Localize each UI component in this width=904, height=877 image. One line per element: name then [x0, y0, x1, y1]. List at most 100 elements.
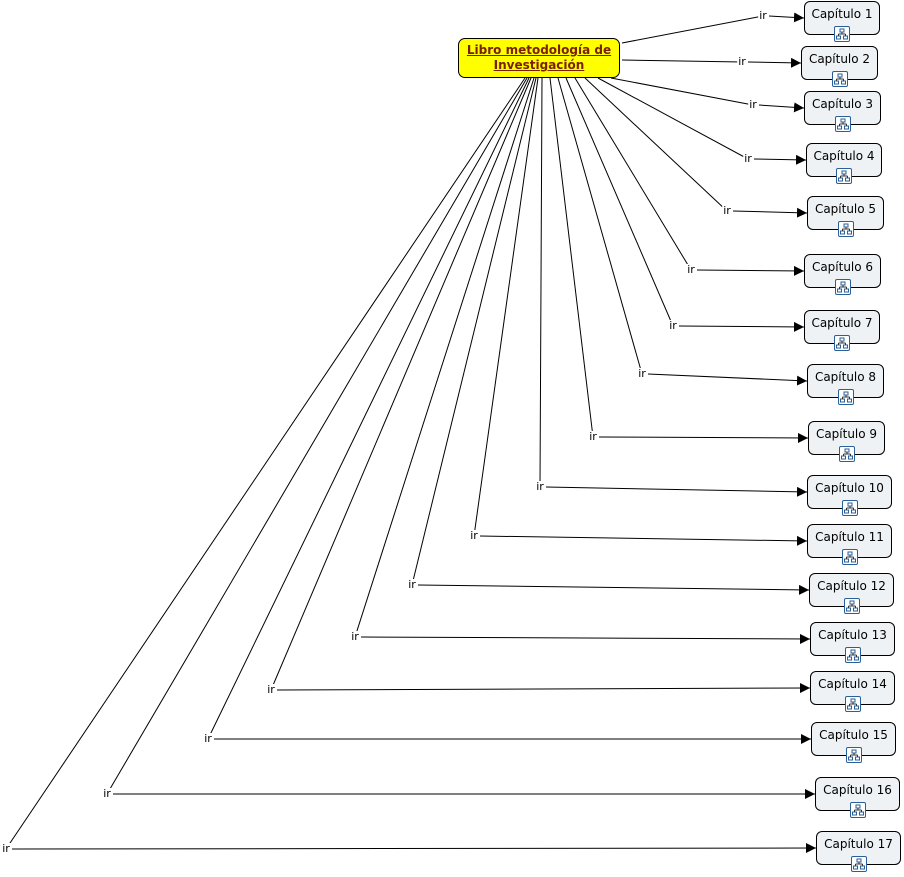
chapter-node-11[interactable]: Capítulo 11 — [807, 524, 892, 565]
link-arrow-2 — [747, 57, 802, 68]
link-line-2 — [621, 59, 743, 63]
chapter-node-17[interactable]: Capítulo 17 — [816, 831, 901, 872]
chapter-label: Capítulo 14 — [818, 677, 887, 691]
chapter-node-7[interactable]: Capítulo 7 — [804, 310, 880, 351]
chapter-node-14[interactable]: Capítulo 14 — [810, 671, 895, 712]
chapter-node-6[interactable]: Capítulo 6 — [804, 254, 881, 295]
link-label-ir: ir — [758, 9, 768, 22]
chapter-label: Capítulo 5 — [814, 202, 877, 216]
link-line-15 — [207, 77, 530, 740]
link-label-ir: ir — [748, 98, 758, 111]
chapter-node-15[interactable]: Capítulo 15 — [811, 722, 896, 763]
chapter-node-12[interactable]: Capítulo 12 — [809, 573, 894, 614]
link-arrow-17 — [11, 843, 817, 854]
chapter-node-1[interactable]: Capítulo 1 — [804, 1, 880, 42]
concept-map-icon[interactable] — [834, 26, 850, 42]
link-line-13 — [354, 77, 535, 638]
link-arrow-3 — [758, 102, 805, 113]
concept-map-icon[interactable] — [834, 335, 850, 351]
link-line-11 — [473, 77, 539, 537]
link-arrow-6 — [696, 265, 805, 276]
concept-map-icon[interactable] — [844, 647, 861, 663]
chapter-node-10[interactable]: Capítulo 10 — [807, 475, 892, 516]
link-label-ir: ir — [407, 578, 417, 591]
chapter-label: Capítulo 15 — [819, 728, 888, 742]
link-label-ir: ir — [737, 55, 747, 68]
link-line-16 — [106, 77, 528, 795]
link-label-ir: ir — [637, 367, 647, 380]
link-line-12 — [411, 77, 537, 586]
chapter-node-16[interactable]: Capítulo 16 — [815, 777, 900, 818]
root-concept-node[interactable]: Libro metodología de Investigación — [458, 38, 620, 78]
link-arrow-11 — [479, 535, 808, 546]
concept-map-icon[interactable] — [837, 389, 854, 405]
link-line-3 — [610, 77, 754, 106]
link-line-7 — [565, 77, 674, 327]
link-arrow-13 — [360, 633, 811, 644]
link-label-ir: ir — [743, 152, 753, 165]
concept-map-icon[interactable] — [841, 500, 858, 516]
link-line-10 — [539, 77, 543, 488]
concept-map-icon[interactable] — [838, 446, 855, 462]
chapter-label: Capítulo 4 — [813, 149, 875, 163]
link-label-ir: ir — [1, 842, 11, 855]
concept-map-icon[interactable] — [836, 168, 852, 184]
link-arrow-12 — [417, 584, 810, 595]
concept-map-icon[interactable] — [844, 696, 861, 712]
chapter-label: Capítulo 16 — [823, 783, 892, 797]
chapter-label: Capítulo 7 — [811, 316, 873, 330]
chapter-node-13[interactable]: Capítulo 13 — [810, 622, 895, 663]
chapter-label: Capítulo 9 — [815, 427, 878, 441]
link-line-6 — [574, 77, 692, 271]
link-arrow-7 — [678, 321, 805, 332]
link-arrow-8 — [647, 373, 808, 386]
chapter-label: Capítulo 3 — [811, 97, 874, 111]
link-line-8 — [557, 77, 643, 375]
concept-map-icon[interactable] — [834, 116, 851, 132]
chapter-label: Capítulo 17 — [824, 837, 893, 851]
concept-map-icon[interactable] — [834, 279, 851, 295]
chapter-node-4[interactable]: Capítulo 4 — [806, 143, 882, 184]
link-label-ir: ir — [686, 263, 696, 276]
chapter-node-5[interactable]: Capítulo 5 — [807, 196, 884, 237]
link-arrow-10 — [545, 486, 808, 497]
concept-map-icon[interactable] — [849, 802, 866, 818]
chapter-node-8[interactable]: Capítulo 8 — [807, 364, 884, 405]
link-label-ir: ir — [266, 683, 276, 696]
link-label-ir: ir — [203, 732, 213, 745]
concept-map-icon[interactable] — [843, 598, 860, 614]
link-label-ir: ir — [535, 480, 545, 493]
chapter-label: Capítulo 12 — [817, 579, 886, 593]
link-arrow-4 — [753, 154, 807, 165]
concept-map-icon[interactable] — [841, 549, 858, 565]
concept-map-icon[interactable] — [837, 221, 854, 237]
chapter-node-2[interactable]: Capítulo 2 — [801, 46, 878, 87]
link-arrow-9 — [598, 432, 809, 443]
chapter-label: Capítulo 1 — [811, 7, 873, 21]
chapter-label: Capítulo 8 — [814, 370, 877, 384]
link-arrow-1 — [768, 12, 805, 23]
link-arrow-5 — [732, 207, 808, 218]
link-arrow-14 — [276, 683, 811, 694]
concept-map-icon[interactable] — [850, 856, 867, 872]
chapter-label: Capítulo 6 — [811, 260, 874, 274]
chapter-label: Capítulo 13 — [818, 628, 887, 642]
link-line-4 — [597, 77, 749, 160]
root-concept-label: Libro metodología de Investigación — [466, 43, 612, 72]
chapter-node-3[interactable]: Capítulo 3 — [804, 91, 881, 132]
chapter-label: Capítulo 2 — [808, 52, 871, 66]
link-line-17 — [5, 77, 526, 850]
link-label-ir: ir — [722, 204, 732, 217]
link-line-5 — [584, 77, 728, 212]
concept-map-icon[interactable] — [845, 747, 862, 763]
concept-map-icon[interactable] — [831, 71, 848, 87]
link-line-1 — [621, 15, 764, 44]
link-line-14 — [270, 77, 532, 691]
chapter-node-9[interactable]: Capítulo 9 — [808, 421, 885, 462]
link-label-ir: ir — [102, 787, 112, 800]
link-label-ir: ir — [668, 319, 678, 332]
chapter-label: Capítulo 11 — [815, 530, 884, 544]
link-label-ir: ir — [469, 529, 479, 542]
